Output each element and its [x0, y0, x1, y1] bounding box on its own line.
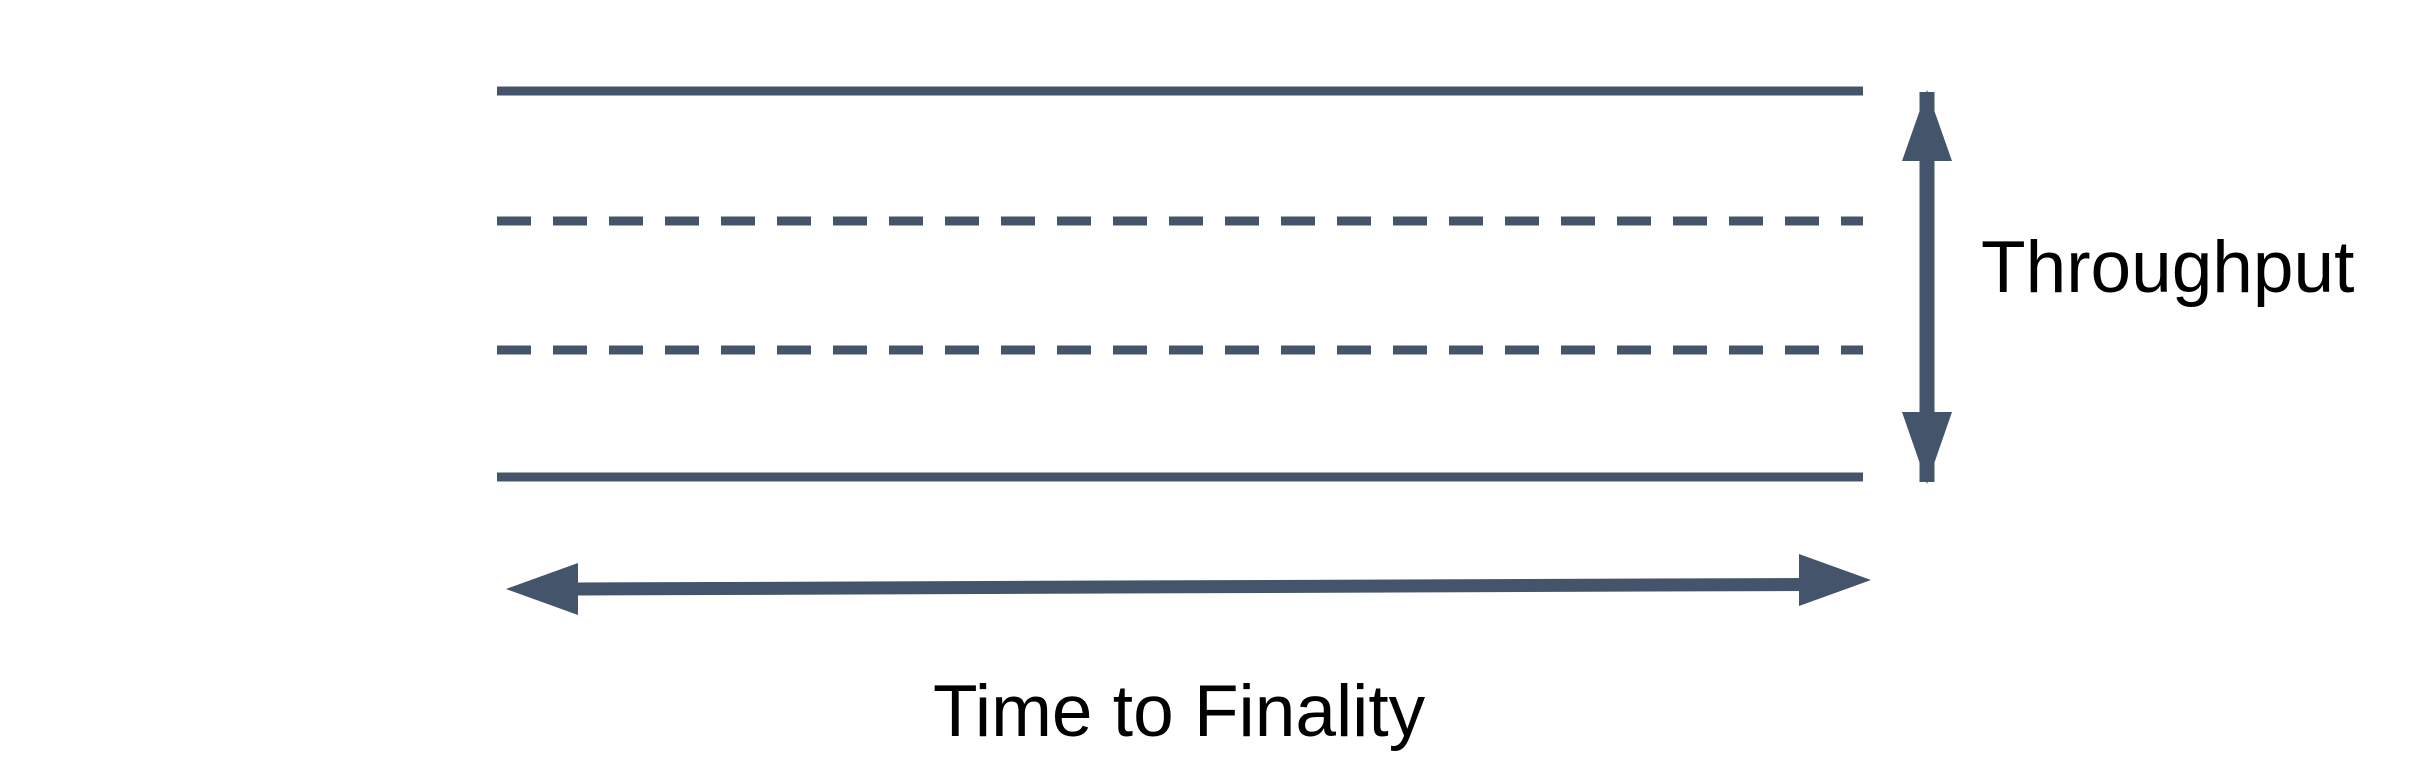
- band-lines: [497, 86, 1863, 482]
- time-to-finality-axis-label: Time to Finality: [933, 671, 1426, 752]
- vertical-arrow-head-up: [1902, 90, 1952, 161]
- double-headed-horizontal-arrow-icon: [506, 554, 1871, 615]
- horizontal-arrow-shaft: [578, 578, 1800, 596]
- horizontal-arrow-head-right: [1799, 554, 1871, 606]
- vertical-arrow-head-down: [1902, 412, 1952, 484]
- horizontal-arrow-head-left: [506, 563, 578, 615]
- double-headed-vertical-arrow-icon: [1902, 90, 1952, 484]
- vertical-arrow-shaft: [1919, 92, 1935, 482]
- throughput-axis-label: Throughput: [1981, 227, 2355, 308]
